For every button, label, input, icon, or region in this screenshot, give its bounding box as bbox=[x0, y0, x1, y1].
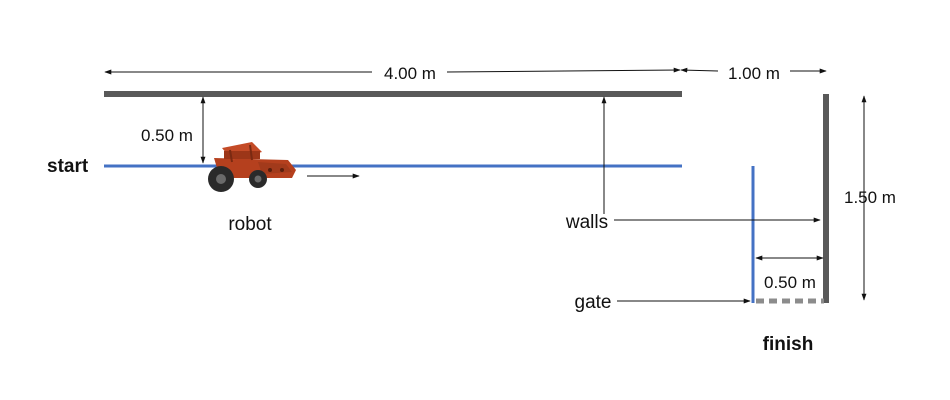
finish-label: finish bbox=[763, 334, 814, 355]
gate-label: gate bbox=[575, 292, 612, 313]
gap-length-dimension-left bbox=[680, 67, 719, 73]
track-length-label: 4.00 m bbox=[384, 64, 436, 83]
robot-label: robot bbox=[228, 214, 272, 235]
walls-label: walls bbox=[565, 212, 608, 233]
robot-image bbox=[208, 142, 296, 192]
gap-length-label: 1.00 m bbox=[728, 64, 780, 83]
start-label: start bbox=[47, 156, 89, 177]
gate-width-label: 0.50 m bbox=[764, 273, 816, 292]
track-length-dimension-right bbox=[446, 67, 681, 73]
wall-offset-label: 0.50 m bbox=[141, 126, 193, 145]
finish-height-label: 1.50 m bbox=[844, 188, 896, 207]
